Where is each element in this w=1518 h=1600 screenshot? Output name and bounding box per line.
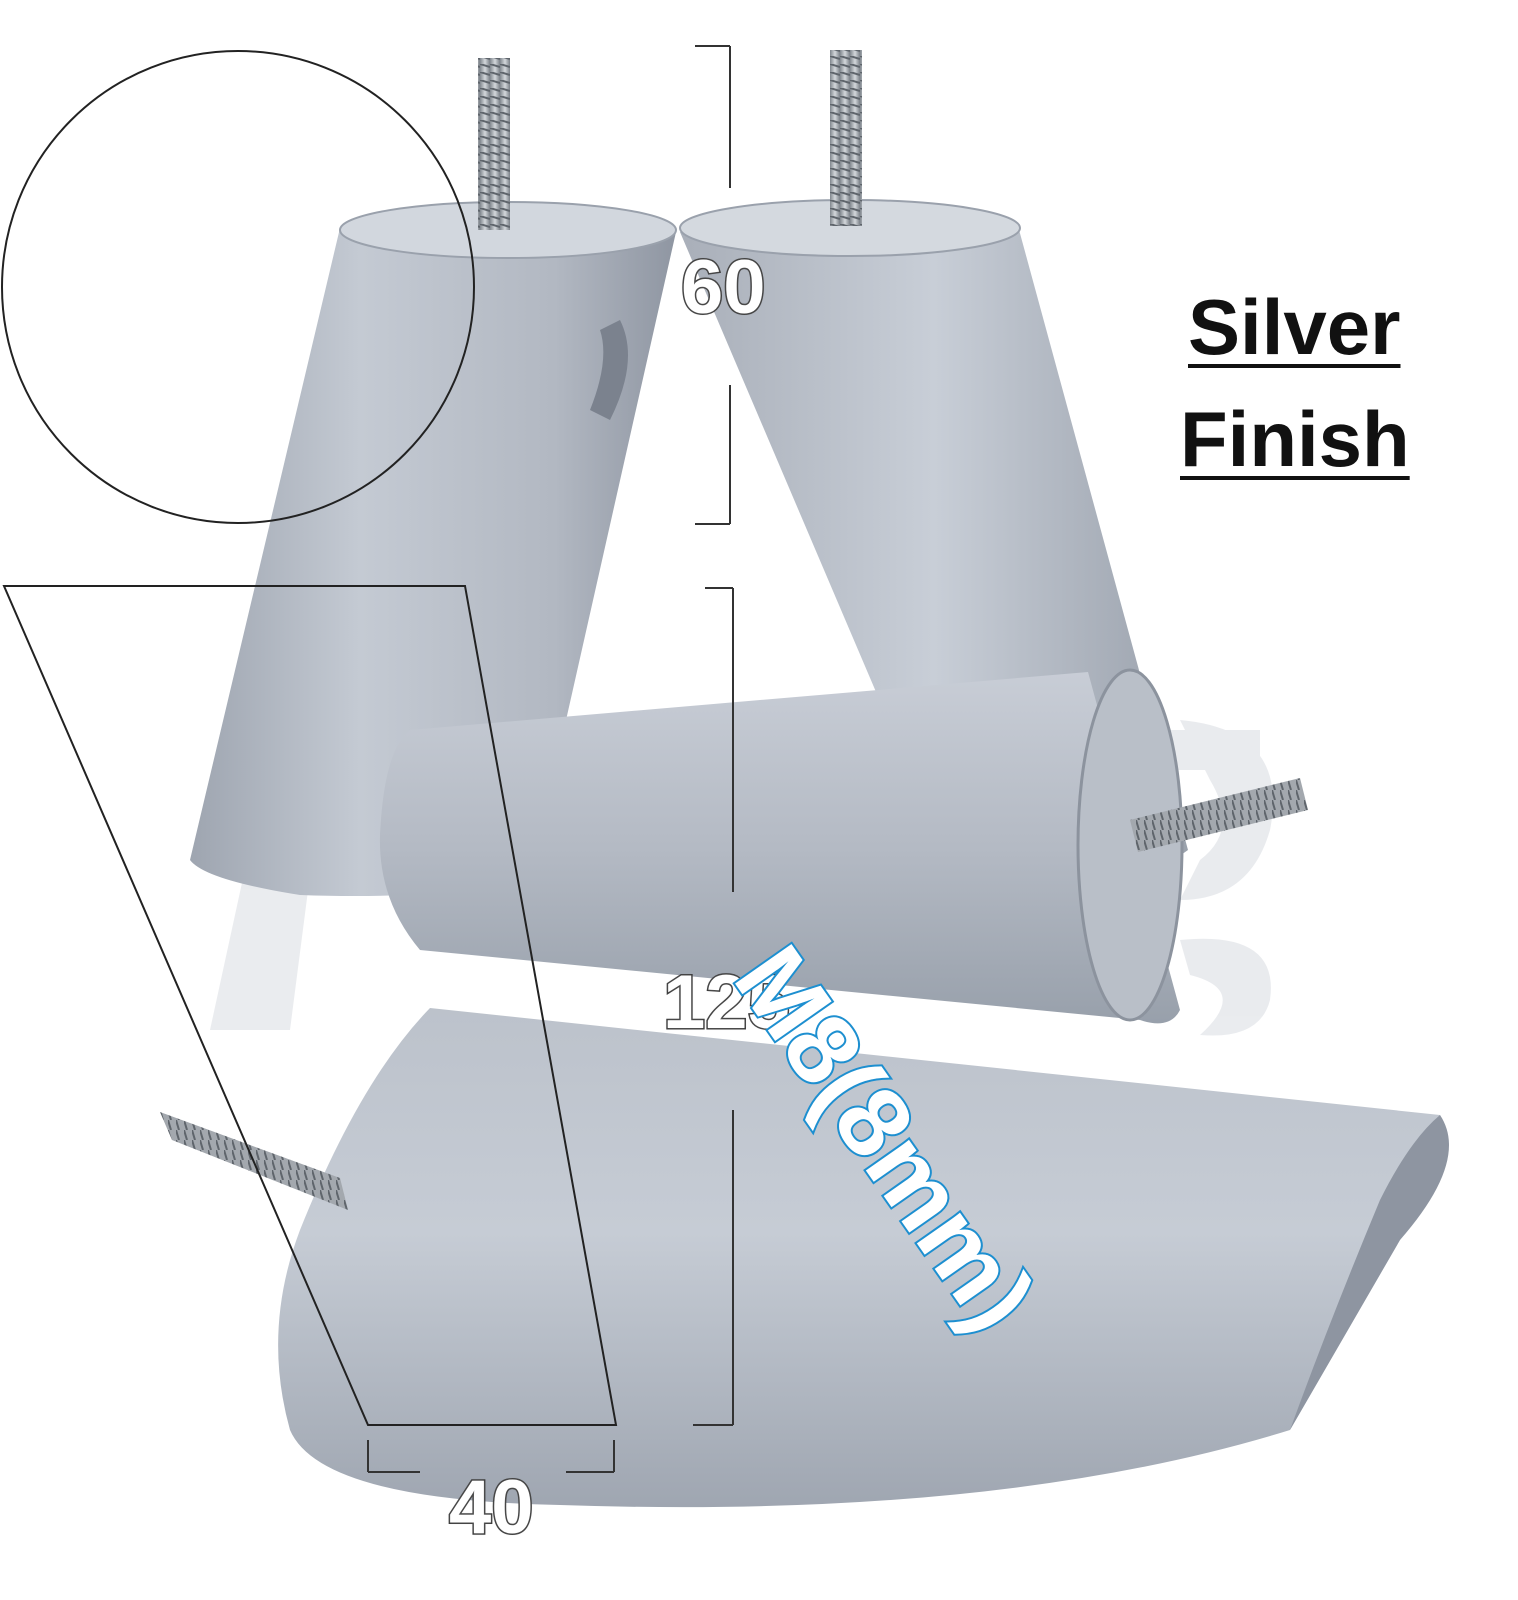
- dimension-label-base-width: 40: [448, 1465, 536, 1550]
- leg-lower-large: [278, 1008, 1449, 1508]
- dimension-line-40: [367, 1440, 615, 1473]
- finish-label-line-2: Finish: [1180, 395, 1410, 483]
- leg-middle-horizontal: [379, 668, 1184, 1024]
- thread-bolt-icon: [830, 50, 862, 226]
- finish-label-line-1: Silver: [1188, 283, 1401, 371]
- dimension-line-125: [693, 587, 734, 1426]
- diameter-circle-icon: [1, 50, 475, 524]
- dimension-line-60: [695, 45, 731, 525]
- dimension-label-height: 125: [662, 960, 792, 1045]
- thread-bolt-icon: [1130, 778, 1308, 852]
- thread-bolt-icon: [478, 58, 510, 230]
- dimension-label-top-diameter: 60: [680, 245, 768, 330]
- profile-trapezoid-icon: [2, 585, 618, 1426]
